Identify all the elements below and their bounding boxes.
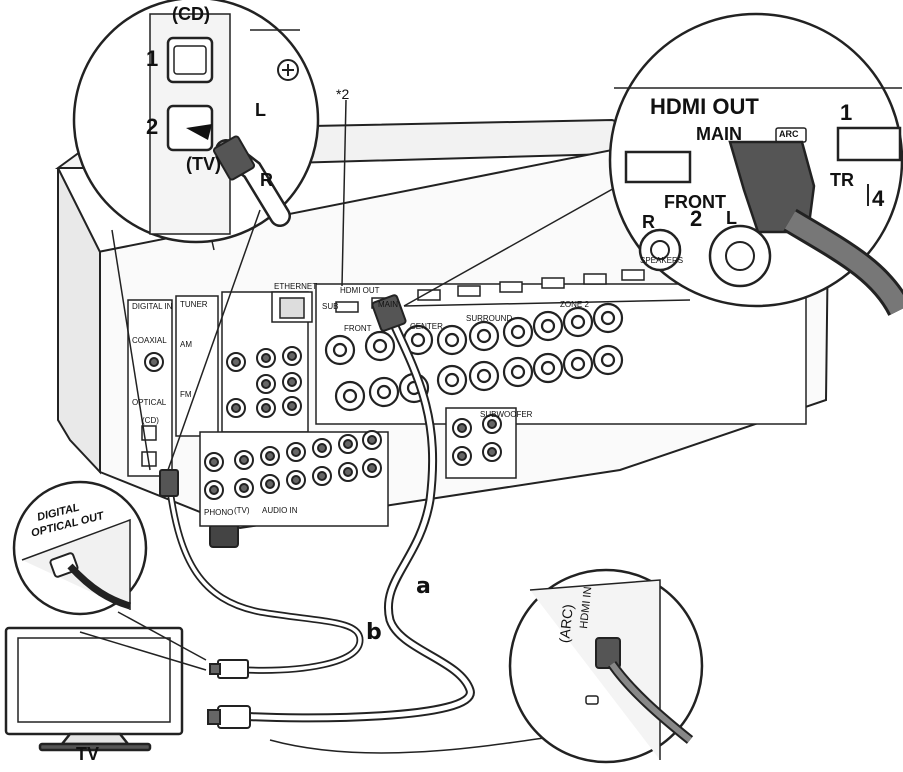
cable-a-label: a [416, 574, 431, 599]
cable-ends-tv-side [207, 659, 251, 729]
panel-sub: SUB [322, 302, 339, 311]
panel-am: AM [180, 340, 192, 349]
cable-b-label: b [366, 620, 382, 645]
speaker-terminals [324, 302, 624, 412]
panel-surround: SURROUND [466, 314, 513, 323]
zoom-front-label: FRONT [664, 192, 726, 212]
zoom-port1-label: 1 [146, 46, 159, 71]
magnifier-lines-left [111, 209, 261, 471]
tv-illustration [4, 626, 184, 752]
optical-cable-b [159, 469, 364, 674]
zoom-front-r: R [642, 212, 655, 232]
tv-label: TV [76, 744, 100, 764]
zoom-hdmi-4: 4 [872, 186, 885, 211]
zoom-tv-port-label: (TV) [186, 154, 221, 174]
footnote-pointer [341, 99, 347, 287]
panel-optical: OPTICAL [132, 398, 167, 407]
panel-fm: FM [180, 390, 192, 399]
zoom-front-2: 2 [690, 206, 703, 231]
zoom-hdmi-out [403, 12, 903, 317]
panel-zone2: ZONE 2 [560, 300, 589, 309]
panel-speakers: SPEAKERS [640, 256, 684, 265]
zoom-front-l: L [726, 208, 737, 228]
rca-jacks [144, 346, 502, 500]
panel-tuner: TUNER [180, 300, 208, 309]
zoom-main-label: MAIN [696, 124, 742, 144]
zoom-r-label: R [260, 170, 273, 190]
panel-phono: PHONO [204, 508, 234, 517]
zoom-tr-label: TR [830, 170, 854, 190]
zoom-tv-optical [12, 480, 207, 671]
zoom-tv-hdmi-in [269, 568, 704, 764]
zoom-l-label: L [255, 100, 266, 120]
panel-digital-in: DIGITAL IN [132, 302, 173, 311]
zoom-hdmi-port1: 1 [840, 100, 853, 125]
panel-coaxial: COAXIAL [132, 336, 167, 345]
hdmi-cable-a [235, 294, 475, 723]
panel-ethernet: ETHERNET [274, 282, 318, 291]
panel-main: MAIN [378, 300, 398, 309]
footnote-label: *2 [336, 86, 350, 102]
zoom-hdmi-out-title: HDMI OUT [650, 94, 759, 119]
zoom-arc-label: ARC [779, 129, 799, 139]
panel-subwoofer: SUBWOOFER [480, 410, 533, 419]
zoom-port2-label: 2 [146, 114, 159, 139]
panel-tv-port: (TV) [234, 506, 250, 515]
panel-cd-port: (CD) [142, 416, 159, 425]
zoom-cd-label: (CD) [172, 4, 210, 24]
panel-front: FRONT [344, 324, 372, 333]
panel-center: CENTER [410, 322, 443, 331]
panel-audio-in: AUDIO IN [262, 506, 298, 515]
zoom-optical-ports [72, 0, 320, 251]
panel-hdmi-out: HDMI OUT [340, 286, 380, 295]
